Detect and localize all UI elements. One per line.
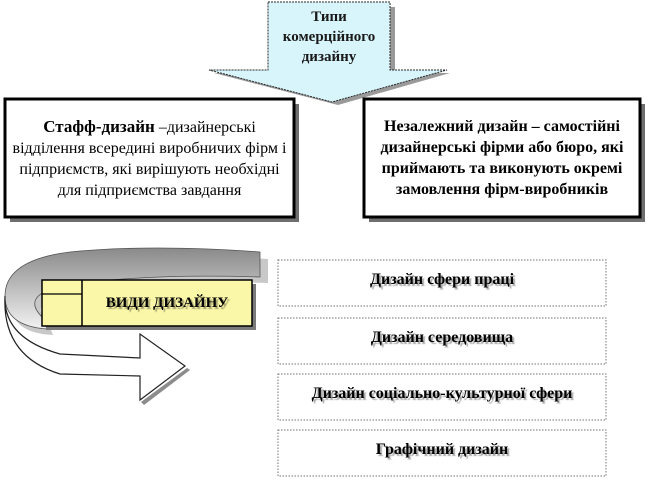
independent-design-box: Незалежний дизайн – самостійні дизайнерс… (372, 104, 632, 212)
staff-design-text: Стафф-дизайн –дизайнерські відділення вс… (12, 116, 287, 201)
type-box-frame-2 (277, 317, 607, 365)
types-label: ВИДИ ДИЗАЙНУ (105, 294, 229, 311)
design-type-graphic: Графічний дизайн (375, 441, 509, 458)
design-type-social-cultural: Дизайн соціально-культурної сфери (311, 385, 573, 402)
top-arrow-title: Типи комерційного дизайну (268, 4, 390, 70)
independent-design-term: Незалежний дизайн (384, 118, 528, 135)
staff-design-term: Стафф-дизайн (43, 116, 155, 136)
type-box-frame-1 (277, 259, 607, 307)
top-arrow-line-3: дизайну (301, 49, 357, 65)
independent-design-text: Незалежний дизайн – самостійні дизайнерс… (372, 116, 632, 200)
top-arrow-line-1: Типи (311, 9, 347, 25)
design-type-environment: Дизайн середовища (370, 329, 514, 346)
types-label-box (41, 279, 253, 327)
independent-box-border (362, 97, 642, 219)
curved-arrow-head (4, 295, 187, 402)
independent-design-description: – самостійні дизайнерські фірми або бюро… (380, 118, 624, 198)
top-arrow-line-2: комерційного (282, 29, 376, 45)
type-box-frame-3 (277, 373, 607, 421)
design-type-work-sphere: Дизайн сфери праці (369, 271, 515, 288)
top-down-arrow (208, 1, 448, 103)
type-box-frame-4 (277, 429, 607, 477)
staff-box-border (3, 97, 296, 219)
staff-design-description: –дизайнерські відділення всередині вироб… (12, 118, 287, 199)
curved-arrow-head-shadow (141, 368, 190, 405)
staff-design-box: Стафф-дизайн –дизайнерські відділення вс… (12, 104, 287, 212)
